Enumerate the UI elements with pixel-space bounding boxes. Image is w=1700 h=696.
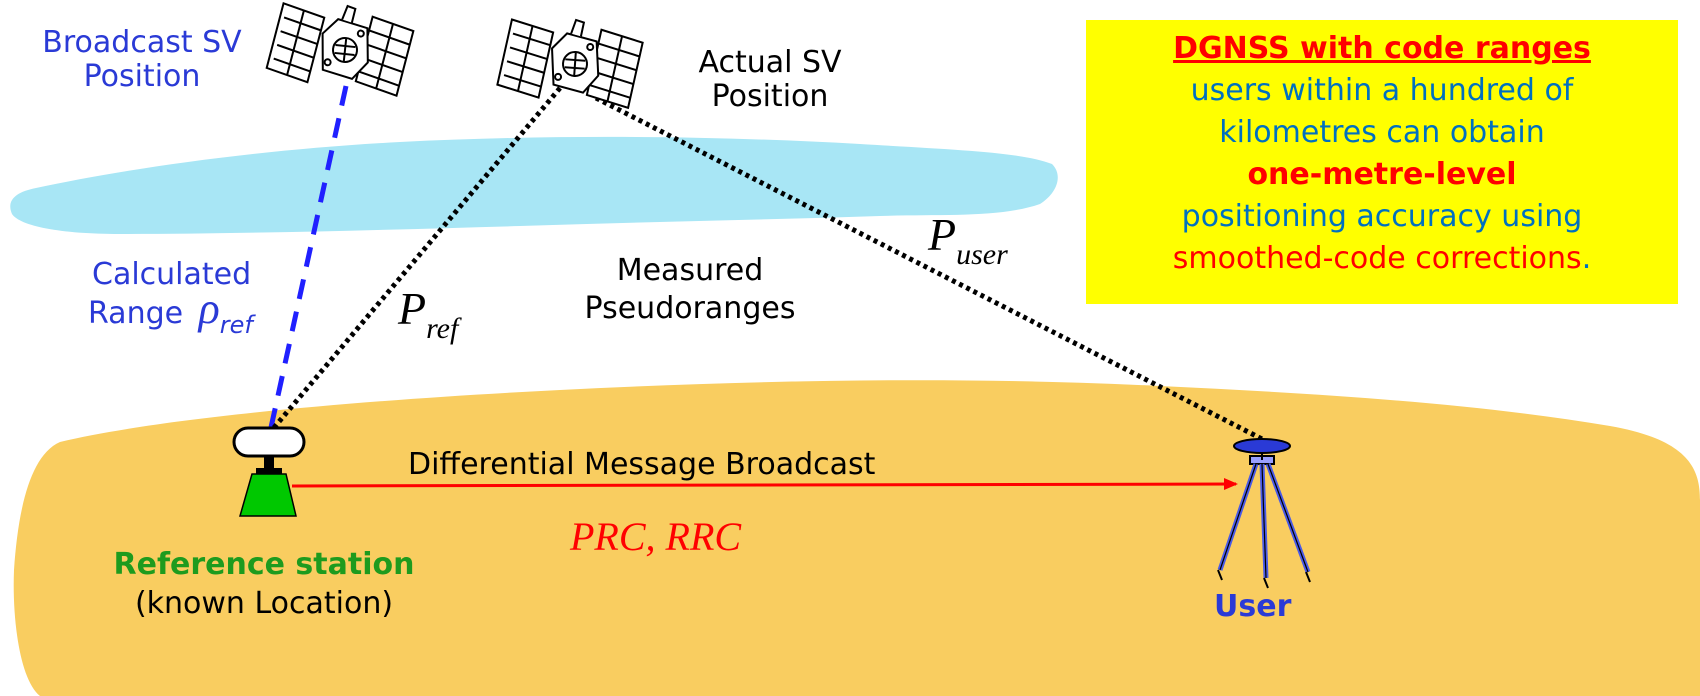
- calculated-range-line1: Calculated: [92, 257, 252, 292]
- prc-rrc-label: PRC, RRC: [570, 514, 742, 559]
- ground-area: [13, 380, 1700, 696]
- p-user-symbol: P: [928, 209, 957, 260]
- p-user-subscript: user: [956, 238, 1008, 271]
- rho-subscript: ref: [219, 311, 253, 339]
- satellite-actual-icon: [495, 13, 645, 110]
- p-user-label: Puser: [928, 210, 1008, 280]
- info-box-line2: kilometres can obtain: [1219, 115, 1545, 150]
- p-ref-label: Pref: [398, 284, 458, 354]
- info-box-emphasis: one-metre-level: [1247, 157, 1517, 192]
- info-box-line3: positioning accuracy using: [1181, 199, 1583, 234]
- cloud-band: [10, 136, 1058, 234]
- broadcast-sv-label-line1: Broadcast SV: [42, 25, 242, 60]
- info-box-line4-text: smoothed-code corrections: [1172, 241, 1582, 276]
- differential-message-arrow: [291, 478, 1238, 491]
- user-label: User: [1214, 589, 1292, 624]
- calculated-range-line: [267, 85, 349, 433]
- measured-line2: Pseudoranges: [584, 291, 796, 326]
- info-box-line4: smoothed-code corrections.: [1086, 238, 1678, 280]
- info-box-title: DGNSS with code ranges: [1173, 31, 1591, 66]
- reference-station-label: Reference station (known Location): [74, 546, 454, 624]
- satellite-broadcast-icon: [264, 0, 417, 98]
- measured-pseudoranges-label: Measured Pseudoranges: [570, 252, 810, 328]
- p-ref-subscript: ref: [426, 312, 459, 345]
- actual-sv-label-line2: Position: [711, 79, 829, 114]
- reference-receiver-icon: [232, 426, 306, 517]
- calculated-range-label: Calculated Range ρref: [88, 258, 253, 342]
- actual-sv-label-line1: Actual SV: [698, 45, 842, 80]
- actual-sv-label: Actual SV Position: [670, 46, 870, 114]
- pseudorange-ref-line: [270, 86, 562, 432]
- rho-symbol: ρ: [198, 284, 220, 333]
- measured-line1: Measured: [616, 253, 764, 288]
- info-box: DGNSS with code ranges users within a hu…: [1086, 20, 1678, 304]
- broadcast-sv-label: Broadcast SV Position: [22, 26, 262, 94]
- p-ref-symbol: P: [398, 283, 427, 334]
- reference-station-title: Reference station: [113, 547, 415, 582]
- info-box-line4-end: .: [1581, 241, 1592, 276]
- info-box-line1: users within a hundred of: [1190, 73, 1574, 108]
- pseudorange-user-line: [594, 95, 1266, 443]
- user-tripod-icon: [1217, 438, 1311, 589]
- known-location-text: (known Location): [134, 586, 394, 621]
- differential-message-label: Differential Message Broadcast: [408, 447, 876, 482]
- calculated-range-line2: Range ρref: [88, 287, 253, 342]
- range-word: Range: [88, 296, 184, 331]
- broadcast-sv-label-line2: Position: [83, 59, 201, 94]
